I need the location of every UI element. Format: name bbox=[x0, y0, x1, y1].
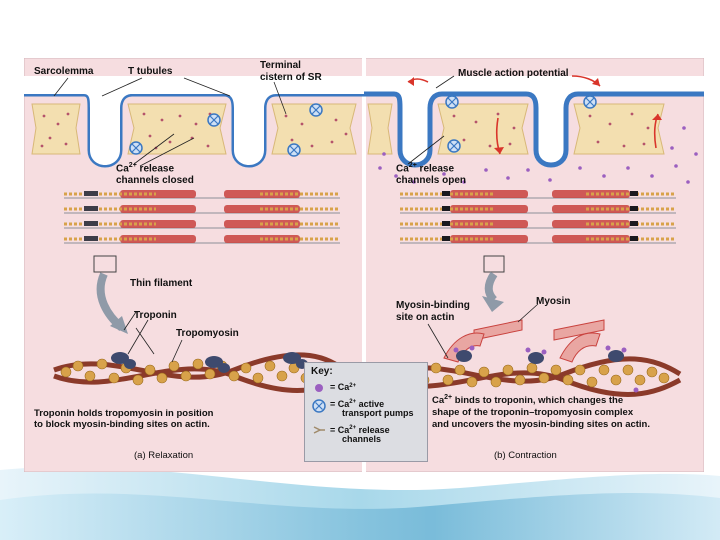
calcium-ion-icon bbox=[311, 383, 327, 393]
myosin-binding-line2: site on actin bbox=[396, 311, 455, 323]
key-channel-release: release bbox=[356, 425, 390, 435]
channels-closed-release: release bbox=[136, 163, 175, 175]
sr-cistern-a1 bbox=[31, 103, 81, 155]
key-channel-text: = Ca bbox=[330, 425, 350, 435]
sr-cistern-a2 bbox=[127, 103, 227, 155]
channels-closed-line2: channels closed bbox=[116, 174, 194, 186]
relaxation-title: (a) Relaxation bbox=[134, 450, 194, 461]
contraction-title: (b) Contraction bbox=[494, 450, 557, 461]
contraction-ca: Ca bbox=[432, 395, 445, 407]
relaxation-description-line1: Troponin holds tropomyosin in position bbox=[34, 408, 214, 419]
sarcolemma-label: Sarcolemma bbox=[34, 66, 94, 77]
key-calcium-text: = Ca bbox=[330, 382, 350, 392]
thin-filament-b bbox=[387, 303, 682, 397]
key-channel-sup: 2+ bbox=[349, 425, 357, 431]
transport-pump-icon bbox=[311, 399, 327, 413]
thin-filament-label: Thin filament bbox=[130, 278, 193, 289]
sr-cistern-b2 bbox=[437, 103, 529, 155]
channels-open-sup: 2+ bbox=[408, 162, 417, 169]
sr-cistern-a3 bbox=[271, 103, 357, 155]
key-channel-text-line2: channels bbox=[342, 434, 382, 445]
t-tubules-label: T tubules bbox=[128, 66, 173, 77]
key-pump-text: = Ca bbox=[330, 399, 350, 409]
contraction-description: Ca2+ binds to troponin, which changes th… bbox=[432, 394, 650, 431]
myosin-b bbox=[443, 319, 605, 363]
relaxation-description-line2: to block myosin-binding sites on actin. bbox=[34, 419, 210, 431]
myosin-label: Myosin bbox=[536, 296, 571, 307]
myosin-binding-line1: Myosin-binding bbox=[396, 300, 470, 311]
key-pump-text-line2: transport pumps bbox=[342, 408, 414, 419]
release-channel-icon bbox=[311, 425, 327, 435]
channels-open-release: release bbox=[416, 163, 455, 175]
channels-closed-ca: Ca bbox=[116, 163, 129, 175]
sarcomere-a bbox=[64, 190, 340, 273]
sr-cistern-b1 bbox=[367, 103, 393, 155]
contraction-line1: binds to troponin, which changes the bbox=[452, 395, 624, 407]
channels-closed-sup: 2+ bbox=[128, 162, 137, 169]
channels-open-ca: Ca bbox=[396, 163, 409, 175]
slide-wave-front bbox=[0, 492, 720, 540]
key-pump-active: active bbox=[356, 399, 385, 409]
contraction-line3: and uncovers the myosin-binding sites on… bbox=[432, 418, 651, 430]
myosin-binding-site-label: Myosin-binding site on actin bbox=[396, 300, 470, 323]
sarcomere-b bbox=[400, 190, 676, 273]
sr-cistern-b3 bbox=[573, 103, 665, 155]
contraction-line2: shape of the troponin–tropomyosin comple… bbox=[432, 407, 634, 419]
key-pump-sup: 2+ bbox=[349, 399, 357, 405]
contraction-sup: 2+ bbox=[444, 394, 453, 401]
calcium-excitation-contraction-figure: Sarcolemma T tubules Terminal cistern of… bbox=[24, 58, 704, 472]
relaxation-description: Troponin holds tropomyosin in position t… bbox=[34, 408, 213, 431]
channels-closed-label: Ca2+ release channels closed bbox=[116, 162, 194, 186]
muscle-action-potential-label: Muscle action potential bbox=[458, 68, 569, 79]
terminal-cistern-label-line1: Terminal bbox=[260, 60, 301, 71]
terminal-cistern-label: Terminal cistern of SR bbox=[260, 60, 322, 83]
key-calcium-sup: 2+ bbox=[349, 383, 357, 389]
channels-open-line2: channels open bbox=[396, 174, 467, 186]
tropomyosin-label: Tropomyosin bbox=[176, 328, 239, 339]
terminal-cistern-label-line2: cistern of SR bbox=[260, 71, 322, 83]
channels-open-label: Ca2+ release channels open bbox=[396, 162, 466, 186]
sarcolemma-b bbox=[364, 91, 704, 168]
key-title: Key: bbox=[311, 366, 333, 377]
troponin-label: Troponin bbox=[134, 310, 177, 321]
